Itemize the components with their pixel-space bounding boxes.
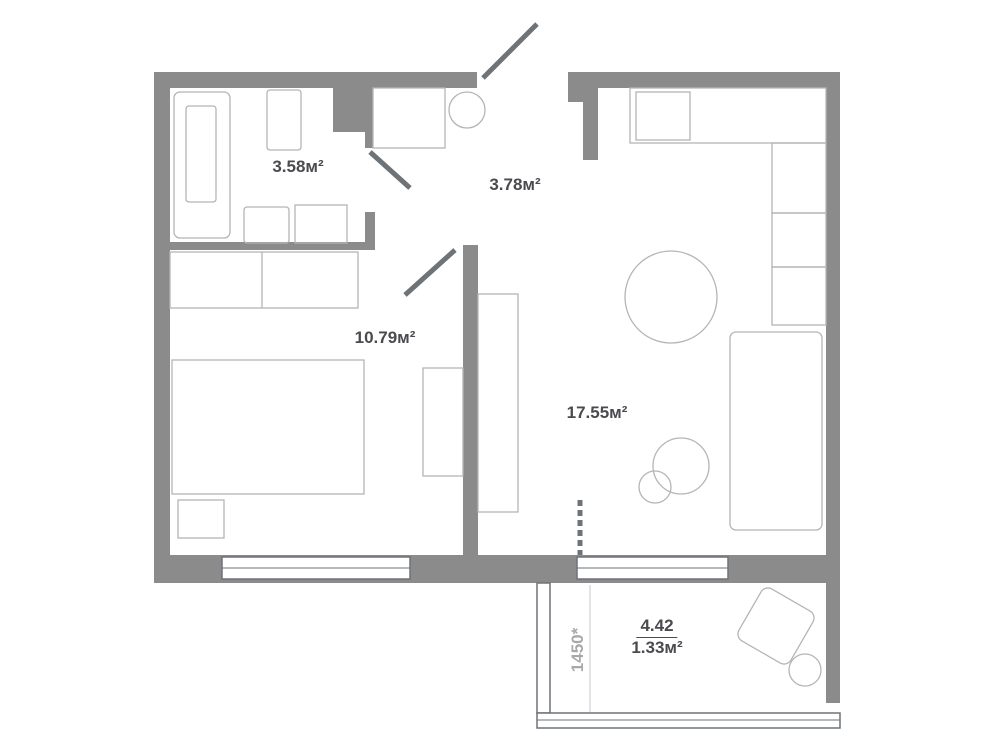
stove [771,142,827,214]
walls [154,72,840,703]
room-area-bedroom: 10.79м² [354,328,416,347]
toilet [266,89,302,151]
balcony-total-area: 4.42 [636,616,678,638]
bed [171,359,365,495]
windows [221,556,841,729]
sofa [729,331,823,531]
room-area-hallway: 3.78м² [489,175,541,194]
sink [243,206,290,244]
balcony-dimension: 1450* [568,627,587,673]
bathtub [173,91,231,239]
tv-stand [422,367,464,477]
armchair [737,587,815,665]
fridge [771,266,827,326]
kitchen-counter [629,87,827,144]
washing-machine [294,204,348,244]
dining-table [624,250,718,344]
desk [477,293,519,513]
balcony-area: 4.42 1.33м² [631,616,682,658]
furniture [169,87,827,712]
wardrobe-hall [372,87,446,149]
room-area-living-kitchen: 17.55м² [566,403,628,422]
doors [368,22,583,555]
room-area-bathroom: 3.58м² [272,157,324,176]
kitchen-sink [635,91,691,141]
balcony-reduced-area: 1.33м² [631,638,683,657]
wardrobe-bedroom [169,251,359,309]
coffee-table [652,437,710,495]
